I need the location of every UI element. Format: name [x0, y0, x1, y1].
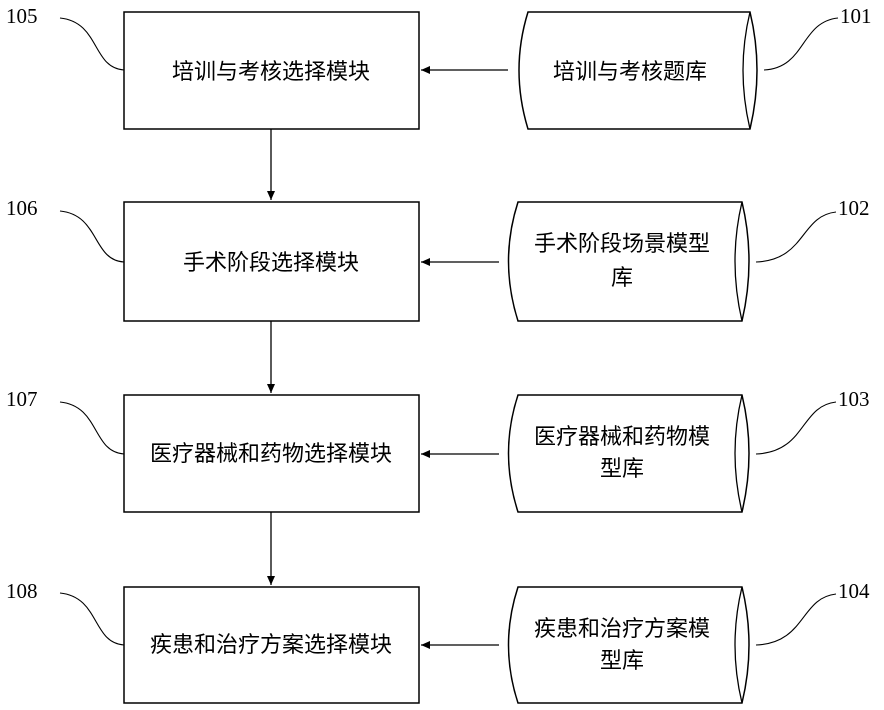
- ref-number-105: 105: [6, 4, 38, 28]
- database-medical-device-drug-model-library: 医疗器械和药物模 型库: [509, 395, 750, 512]
- database-disease-treatment-plan-model-library: 疾患和治疗方案模 型库: [509, 587, 750, 703]
- ref-number-107: 107: [6, 387, 38, 411]
- module-label: 培训与考核选择模块: [172, 60, 370, 85]
- module-disease-treatment-plan-selection: 疾患和治疗方案选择模块: [124, 587, 419, 703]
- module-label: 疾患和治疗方案选择模块: [150, 633, 392, 658]
- leader-line-108: [60, 593, 124, 645]
- leader-line-101: [764, 18, 838, 70]
- database-label-line1: 疾患和治疗方案模: [534, 617, 710, 642]
- leader-line-103: [756, 402, 836, 454]
- leader-line-104: [756, 594, 836, 645]
- database-label-line1: 医疗器械和药物模: [534, 425, 710, 450]
- database-label-line2: 库: [611, 266, 633, 291]
- module-training-assessment-selection: 培训与考核选择模块: [124, 12, 419, 129]
- leader-line-107: [60, 402, 124, 454]
- database-label-line2: 型库: [600, 649, 644, 674]
- leader-line-102: [756, 212, 836, 262]
- database-surgery-stage-scene-model-library: 手术阶段场景模型 库: [509, 202, 750, 321]
- module-surgery-stage-selection: 手术阶段选择模块: [124, 202, 419, 321]
- ref-number-103: 103: [838, 387, 870, 411]
- module-medical-device-drug-selection: 医疗器械和药物选择模块: [124, 395, 419, 512]
- ref-number-104: 104: [838, 579, 870, 603]
- ref-number-108: 108: [6, 579, 38, 603]
- leader-line-106: [60, 211, 124, 262]
- ref-number-106: 106: [6, 196, 38, 220]
- ref-number-102: 102: [838, 196, 870, 220]
- leader-line-105: [60, 18, 124, 70]
- database-training-assessment-question-bank: 培训与考核题库: [519, 12, 757, 129]
- database-label-line1: 手术阶段场景模型: [534, 232, 710, 257]
- module-label: 手术阶段选择模块: [183, 251, 359, 276]
- ref-number-101: 101: [840, 4, 872, 28]
- module-label: 医疗器械和药物选择模块: [150, 442, 392, 467]
- database-label-line2: 型库: [600, 457, 644, 482]
- database-label-line1: 培训与考核题库: [553, 60, 707, 85]
